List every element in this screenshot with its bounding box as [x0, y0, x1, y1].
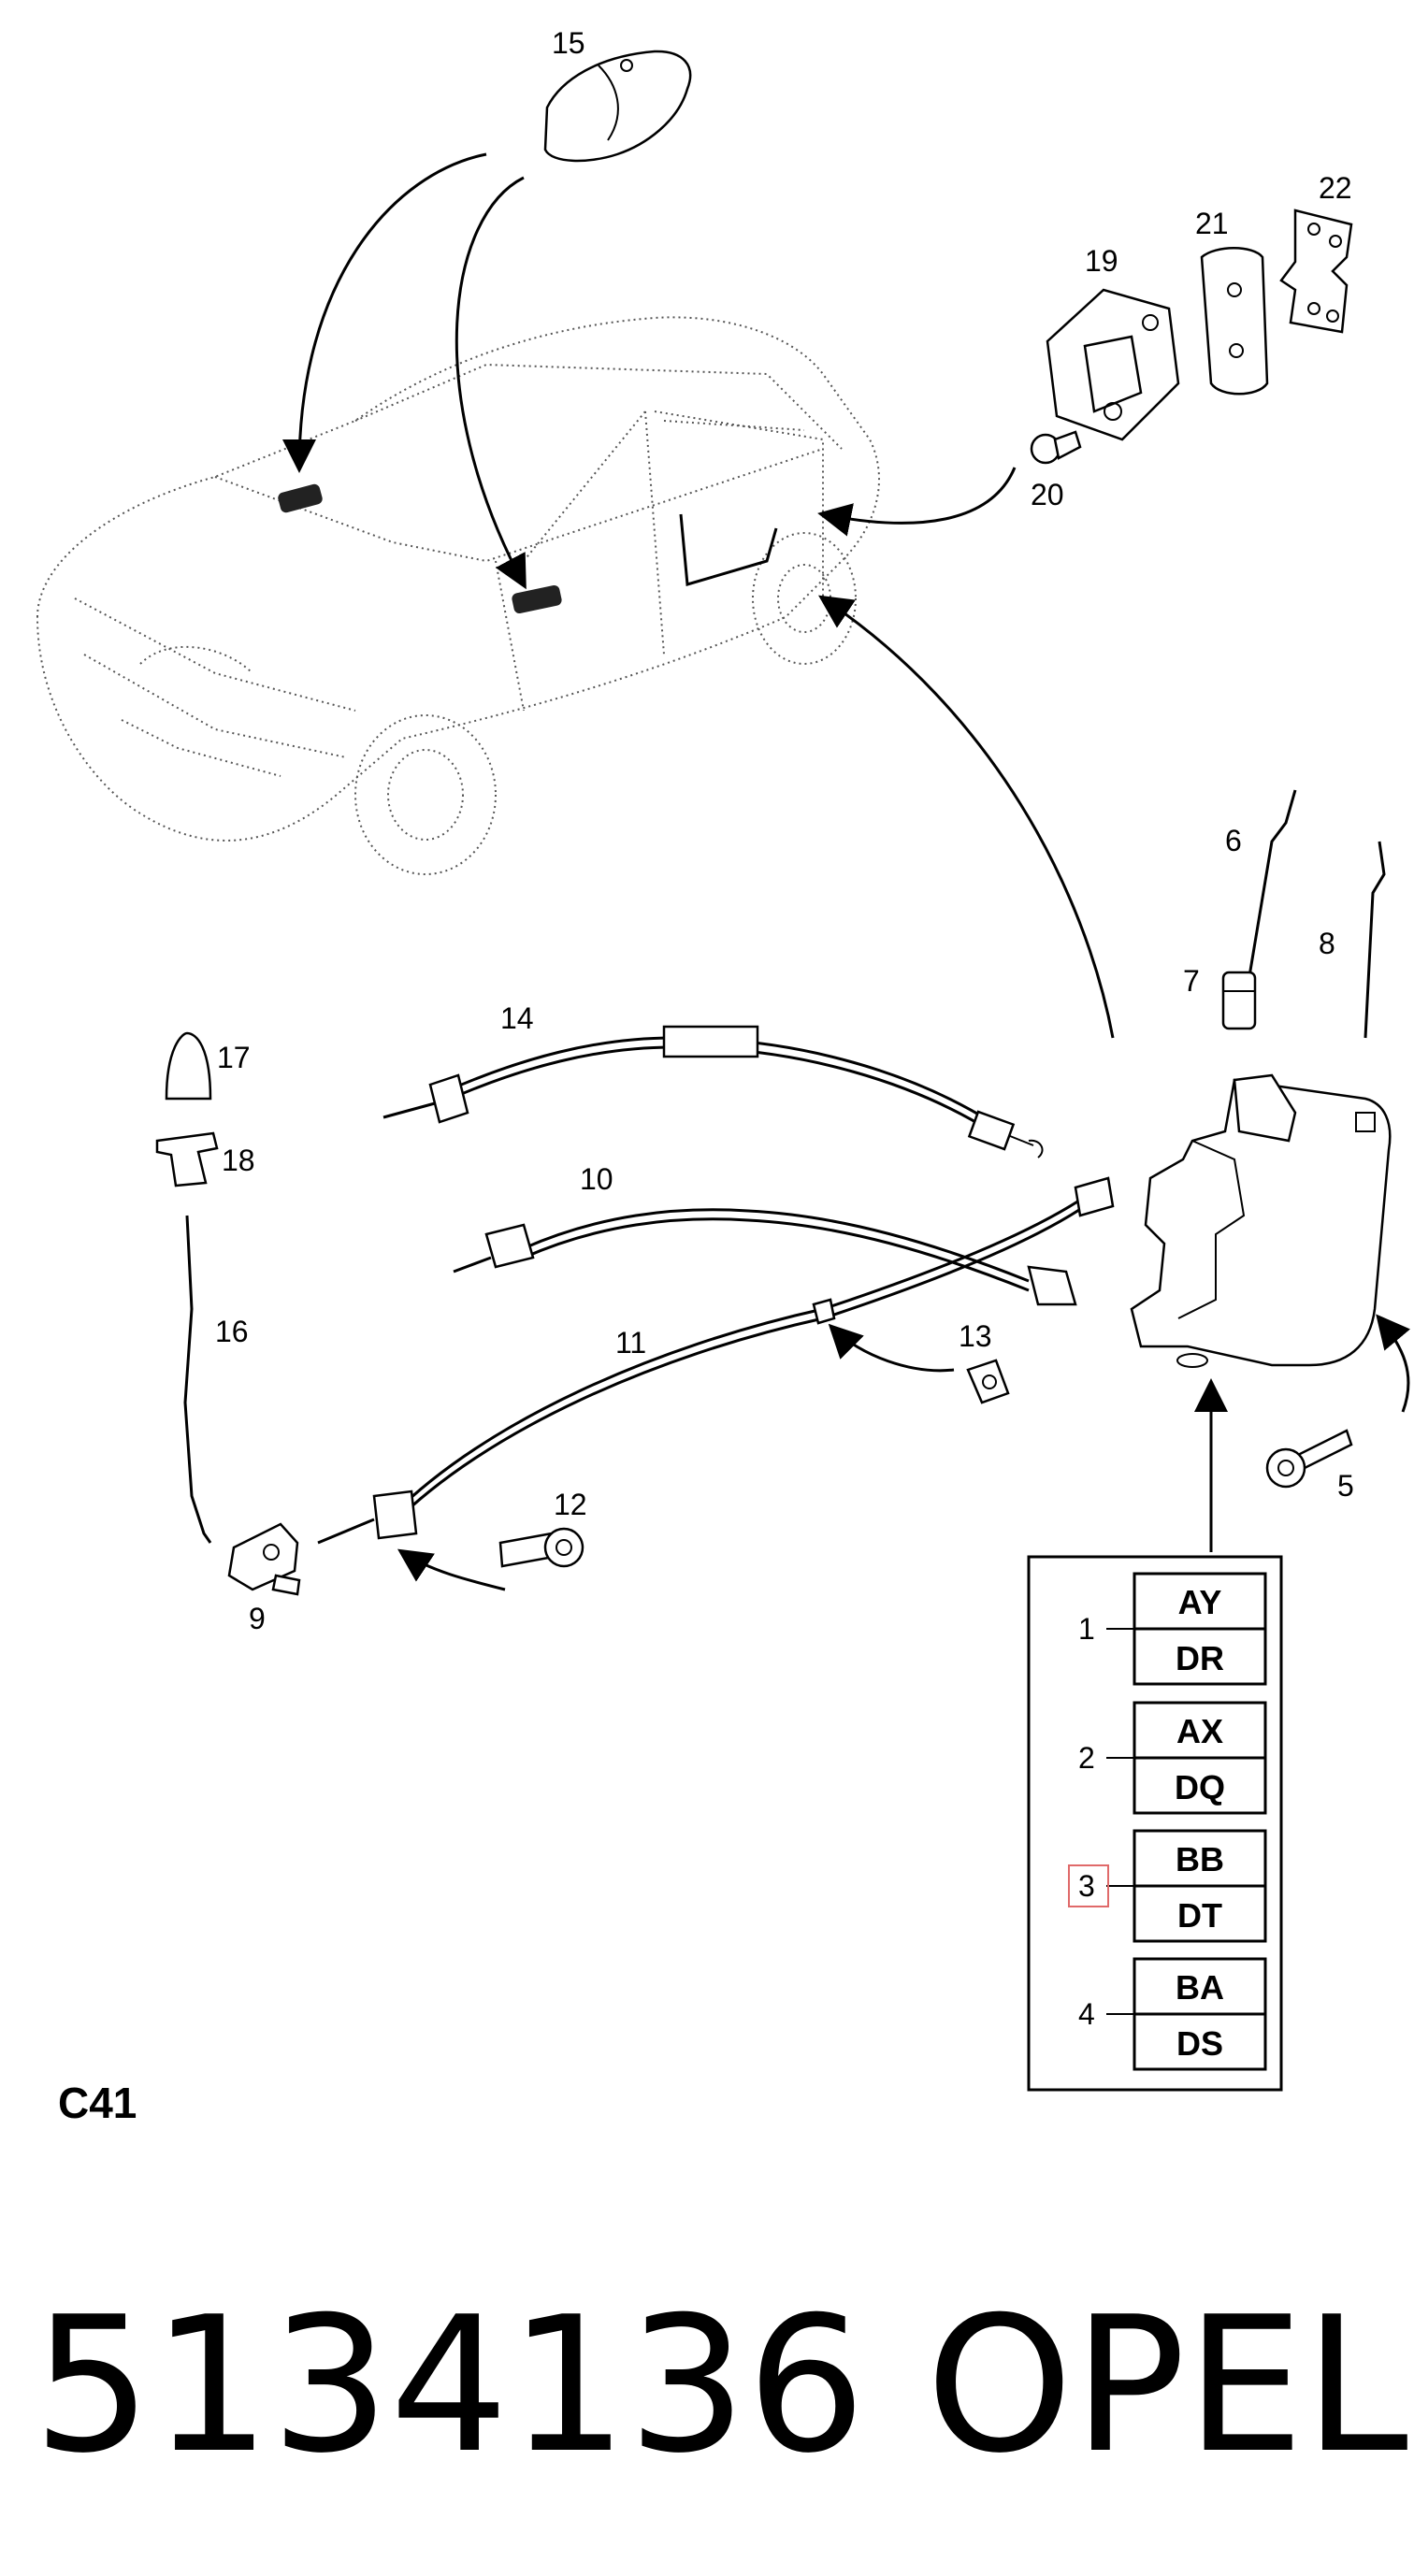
- section-code: C41: [58, 2079, 137, 2127]
- part-18-bushing: [155, 1131, 219, 1187]
- callout-12: 12: [554, 1488, 587, 1521]
- variant-code: BB: [1176, 1840, 1224, 1878]
- callout-18: 18: [222, 1144, 255, 1177]
- variant-index-4: 4: [1078, 1997, 1095, 2031]
- variant-code: DT: [1177, 1896, 1222, 1935]
- variant-index-3: 3: [1078, 1869, 1095, 1903]
- callout-10: 10: [580, 1162, 613, 1196]
- variant-index-2: 2: [1078, 1741, 1095, 1775]
- part-22-plate: [1279, 209, 1353, 334]
- variant-code: AY: [1178, 1583, 1222, 1621]
- callout-21: 21: [1195, 207, 1229, 240]
- callout-6: 6: [1225, 824, 1242, 857]
- door-lock-actuator: [1130, 1073, 1392, 1368]
- brand-name: OPEL: [926, 2277, 1408, 2495]
- variant-code: DR: [1176, 1639, 1224, 1677]
- callout-22: 22: [1319, 171, 1352, 205]
- part-9-clip: [227, 1522, 301, 1596]
- variant-row-3: 3 BB DT: [1068, 1829, 1267, 1943]
- variant-index-1: 1: [1078, 1612, 1095, 1646]
- part-20-screw: [1030, 430, 1082, 465]
- callout-9: 9: [249, 1602, 266, 1635]
- callout-5: 5: [1337, 1469, 1354, 1503]
- part-number: 5134136: [33, 2277, 866, 2495]
- callout-20: 20: [1031, 478, 1064, 511]
- part-15-inner-handle: [543, 50, 692, 163]
- variant-row-1: 1 AY DR: [1078, 1572, 1267, 1686]
- callout-7: 7: [1183, 964, 1200, 998]
- part-11-cable: [317, 1176, 1115, 1545]
- part-16-rod: [183, 1215, 212, 1544]
- callout-17: 17: [217, 1041, 251, 1074]
- car-illustration: [36, 316, 880, 875]
- part-7-knob: [1221, 971, 1257, 1030]
- variant-code: DQ: [1175, 1768, 1225, 1806]
- part-13-clip: [966, 1359, 1010, 1404]
- variant-highlight-box: [1068, 1864, 1109, 1907]
- callout-13: 13: [959, 1319, 992, 1353]
- part-6-rod: [1247, 789, 1297, 983]
- variant-code: DS: [1176, 2024, 1223, 2063]
- part-12-bolt: [498, 1527, 584, 1568]
- callout-11: 11: [615, 1326, 646, 1360]
- callout-19: 19: [1085, 244, 1118, 278]
- variant-row-4: 4 BA DS: [1078, 1957, 1267, 2071]
- part-5-screw: [1265, 1429, 1353, 1489]
- variant-code: BA: [1176, 1968, 1224, 2007]
- variant-code: AX: [1176, 1712, 1223, 1750]
- part-21-shim: [1200, 247, 1269, 396]
- callout-14: 14: [500, 1001, 534, 1035]
- variant-row-2: 2 AX DQ: [1078, 1701, 1267, 1815]
- callout-16: 16: [215, 1315, 249, 1348]
- callout-15: 15: [552, 26, 585, 60]
- variant-table: 1 AY DR 2 AX DQ 3 BB DT 4 BA DS: [1027, 1555, 1283, 2092]
- part-10-cable: [453, 1208, 1077, 1306]
- part-17-cap: [165, 1031, 212, 1101]
- part-8-rod: [1364, 841, 1386, 1039]
- part-19-striker: [1046, 288, 1180, 441]
- part-14-cable: [382, 1025, 1044, 1158]
- callout-8: 8: [1319, 927, 1335, 960]
